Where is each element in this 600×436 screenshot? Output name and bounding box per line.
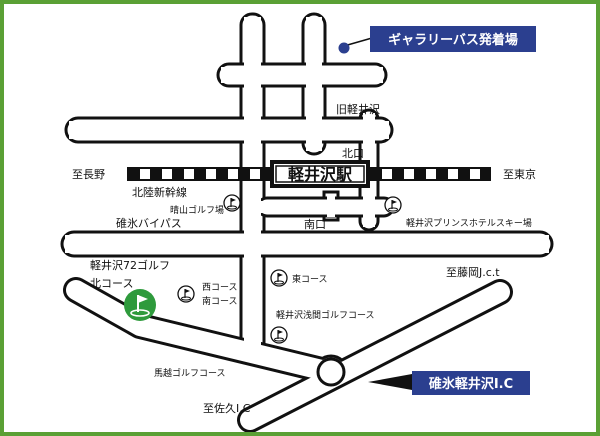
- map-canvas: 軽井沢駅 北口 南口 ギャラリーバス発着場 碓氷軽井沢I.C 旧軽井沢 至長野 …: [60, 12, 554, 432]
- to-fujioka-label: 至藤岡J.c.t: [446, 266, 500, 279]
- south-exit-label: 南口: [304, 218, 326, 231]
- to-saku-label: 至佐久I.C: [203, 401, 251, 415]
- west-course-label: 西コース: [202, 282, 238, 293]
- asama-golf-label: 軽井沢浅間ゴルフコース: [276, 309, 375, 321]
- haruyama-golf-label: 晴山ゴルフ場: [170, 204, 224, 216]
- south-course-label: 南コース: [202, 295, 238, 307]
- north-exit-label: 北口: [342, 147, 364, 160]
- karuizawa72-label-line1: 軽井沢72ゴルフ: [90, 258, 170, 272]
- east-course-label: 東コース: [292, 273, 328, 285]
- to-nagano-label: 至長野: [72, 168, 105, 181]
- golf-flag-icon: [270, 326, 288, 344]
- shinkansen-label: 北陸新幹線: [132, 185, 187, 199]
- golf-flag-icon: [270, 269, 288, 287]
- magoshi-golf-label: 馬越ゴルフコース: [154, 367, 226, 379]
- karuizawa72-label-line2: 北コース: [90, 277, 133, 290]
- golf-flag-icon: [124, 289, 156, 321]
- location-dot-icon: [338, 42, 350, 54]
- prince-ski-label: 軽井沢プリンスホテルスキー場: [406, 217, 532, 229]
- station-name: 軽井沢駅: [288, 165, 353, 184]
- interchange-box: [412, 371, 530, 395]
- usui-bypass-label: 碓氷バイパス: [116, 216, 182, 230]
- gallery-bus-callout: ギャラリーバス発着場: [338, 26, 536, 54]
- golf-flag-icon: [384, 196, 402, 214]
- golf-flag-icon: [177, 285, 195, 303]
- station-box: 軽井沢駅: [270, 160, 370, 188]
- gallery-bus-box: [370, 26, 536, 52]
- old-karuizawa-label: 旧軽井沢: [336, 102, 380, 116]
- to-tokyo-label: 至東京: [503, 167, 536, 181]
- interchange-callout: 碓氷軽井沢I.C: [368, 371, 530, 395]
- golf-flag-icon: [223, 194, 241, 212]
- gallery-bus-label: ギャラリーバス発着場: [388, 32, 518, 48]
- interchange-label: 碓氷軽井沢I.C: [429, 376, 513, 392]
- road-network: [60, 12, 554, 432]
